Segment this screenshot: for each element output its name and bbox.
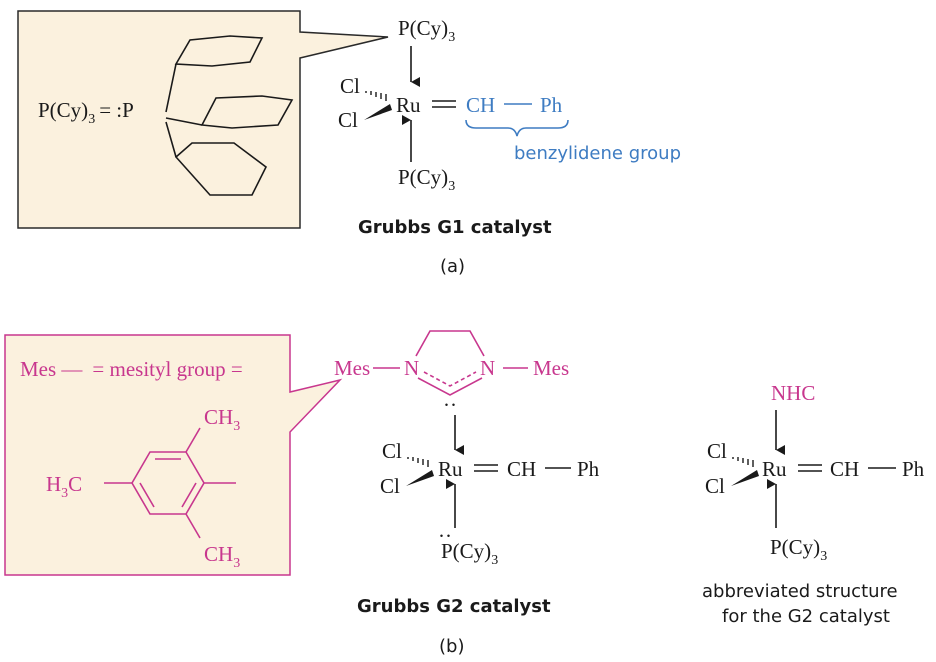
g1-alkylidene-carbon: CH: [466, 93, 495, 117]
g1-hashed-wedge: [365, 91, 387, 101]
abbr-chloride-upper: Cl: [707, 439, 727, 463]
mesityl-definition-label: Mes —= mesityl group =: [20, 357, 243, 381]
p-to-ring-bonds: [165, 63, 203, 158]
cyclohexyl-ring-middle: [200, 95, 294, 129]
g1-bottom-phosphine: P(Cy)3: [398, 165, 455, 194]
abbr-ru-carbon-double-bond: [798, 464, 822, 472]
mesityl-h3c-left: H3C: [46, 472, 82, 501]
g2-phosphine-lone-pair: ··: [438, 524, 452, 548]
panel-b: Mes —= mesityl group = CH3 H3C CH3 Mes N…: [4, 330, 600, 657]
abbr-chloride-lower: Cl: [705, 474, 725, 498]
mesityl-ring: [104, 427, 236, 539]
g1-chloride-lower: Cl: [338, 108, 358, 132]
benzylidene-group-label: benzylidene group: [514, 143, 681, 164]
nhc-nitrogen-right: N: [480, 356, 495, 380]
nhc-nitrogen-left: N: [404, 356, 419, 380]
mesityl-callout-box: [4, 334, 343, 576]
g2-phenyl: Ph: [577, 457, 600, 481]
g1-phenyl: Ph: [540, 93, 563, 117]
panel-a: P(Cy)3= :P P(Cy)3 Cl Cl Ru: [17, 10, 681, 277]
abbreviated-structure: NHC Cl Cl Ru CH Ph P(Cy)3 abbreviated st…: [702, 381, 925, 627]
abbr-nhc-label: NHC: [771, 381, 815, 405]
g2-chloride-lower: Cl: [380, 474, 400, 498]
g1-ru-carbon-double-bond: [432, 100, 456, 108]
panel-a-label: (a): [440, 256, 465, 277]
g1-ruthenium: Ru: [396, 93, 421, 117]
abbr-alkylidene-carbon: CH: [830, 457, 859, 481]
abbr-caption-line1: abbreviated structure: [702, 581, 898, 602]
g2-solid-wedge: [406, 470, 434, 486]
g1-top-phosphine: P(Cy)3: [398, 16, 455, 45]
abbr-ruthenium: Ru: [762, 457, 787, 481]
mesityl-ch3-top: CH3: [204, 405, 240, 434]
nhc-mes-right: Mes: [533, 356, 569, 380]
g2-ruthenium: Ru: [438, 457, 463, 481]
abbr-solid-wedge: [731, 470, 759, 486]
g1-chloride-upper: Cl: [340, 74, 360, 98]
abbr-caption-line2: for the G2 catalyst: [722, 606, 890, 627]
cyclohexyl-rings: [165, 35, 294, 196]
g2-chloride-upper: Cl: [382, 439, 402, 463]
nhc-mes-left: Mes: [334, 356, 370, 380]
panel-b-label: (b): [439, 636, 464, 657]
mesityl-inner-double-bonds: [139, 458, 197, 508]
cyclohexyl-ring-bottom: [174, 142, 268, 196]
mesityl-ch3-bottom: CH3: [204, 542, 240, 571]
benzylidene-brace: [465, 119, 569, 137]
g2-alkylidene-carbon: CH: [507, 457, 536, 481]
nhc-ring-bonds: [415, 330, 485, 396]
g2-phosphine: P(Cy)3: [441, 539, 498, 568]
ligand-definition-label: P(Cy)3= :P: [38, 98, 134, 127]
cyclohexyl-ring-top: [174, 35, 264, 67]
abbr-hashed-wedge: [732, 457, 754, 467]
g2-caption: Grubbs G2 catalyst: [357, 596, 551, 617]
mesityl-substituent-bonds: [104, 427, 236, 539]
abbr-phenyl: Ph: [902, 457, 925, 481]
g1-solid-wedge: [364, 104, 392, 120]
g2-ru-carbon-double-bond: [474, 464, 498, 472]
g1-caption: Grubbs G1 catalyst: [358, 217, 552, 238]
g2-hashed-wedge: [407, 457, 429, 467]
abbr-phosphine: P(Cy)3: [770, 535, 827, 564]
ligand-callout-box: [17, 10, 389, 229]
nhc-carbene-lone-pair: ··: [443, 393, 457, 417]
